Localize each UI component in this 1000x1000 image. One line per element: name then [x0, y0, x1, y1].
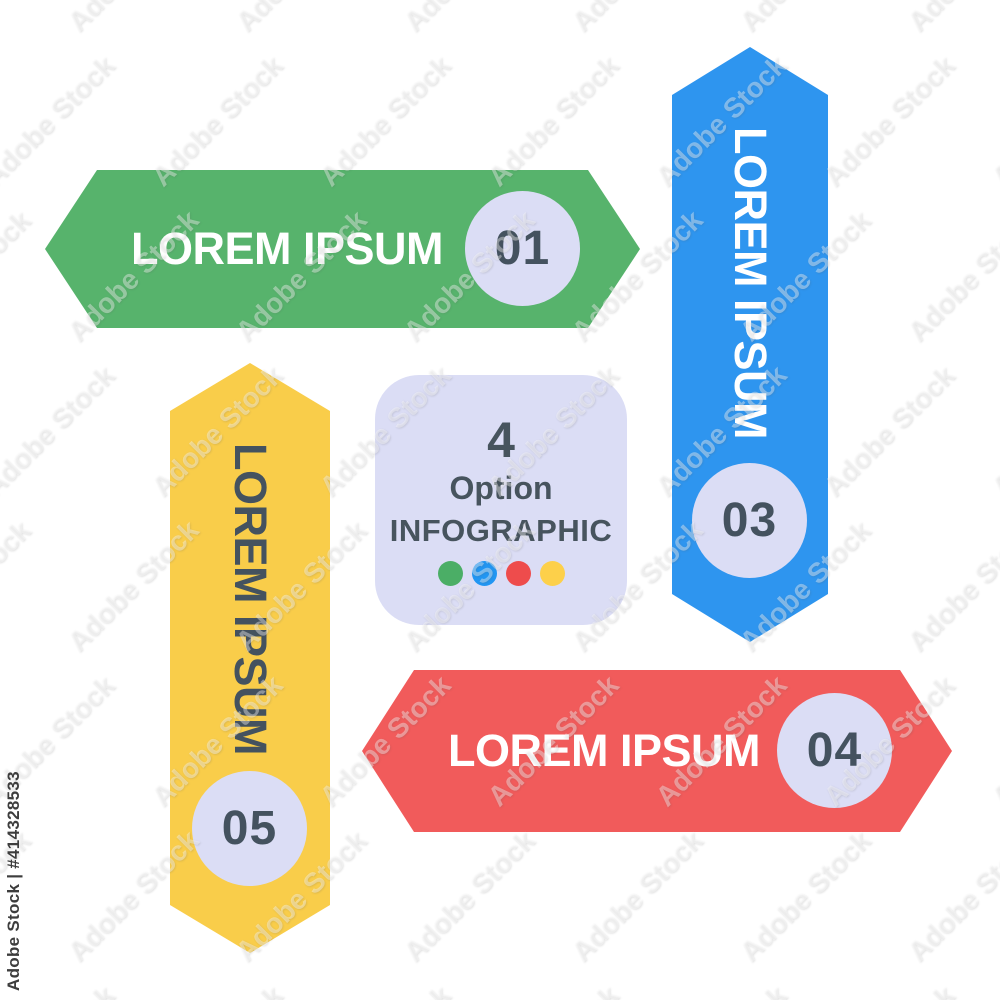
- option-dot-3: [505, 560, 531, 586]
- adobe-stock-watermark: Adobe Stock: [146, 979, 290, 1000]
- adobe-stock-watermark: Adobe Stock: [0, 514, 37, 657]
- adobe-stock-watermark: Adobe Stock: [734, 0, 878, 38]
- adobe-stock-watermark: Adobe Stock: [230, 0, 374, 38]
- banner-04-label: LOREM IPSUM: [448, 725, 761, 776]
- adobe-stock-watermark: Adobe Stock: [901, 824, 1000, 968]
- banner-05-label: LOREM IPSUM: [225, 443, 276, 756]
- banner-03-label: LOREM IPSUM: [725, 127, 776, 440]
- adobe-stock-watermark: Adobe Stock: [985, 669, 1000, 813]
- banner-05-number-badge: 05: [192, 771, 307, 886]
- adobe-stock-watermark: Adobe Stock: [985, 49, 1000, 193]
- adobe-stock-watermark: Adobe Stock: [817, 49, 961, 193]
- banner-05: LOREM IPSUM 05: [170, 363, 330, 953]
- adobe-stock-watermark: Adobe Stock: [0, 0, 37, 38]
- center-title-line2: INFOGRAPHIC: [389, 512, 613, 548]
- option-color-dots: [437, 560, 565, 586]
- adobe-stock-watermark: Adobe Stock: [0, 204, 37, 347]
- option-dot-1: [437, 560, 463, 586]
- banner-01-number-badge: 01: [465, 191, 580, 306]
- banner-01-label: LOREM IPSUM: [131, 223, 444, 274]
- adobe-stock-watermark: Adobe Stock: [565, 824, 709, 968]
- adobe-stock-watermark: Adobe Stock: [314, 979, 458, 1000]
- adobe-stock-watermark: Adobe Stock: [901, 514, 1000, 658]
- center-option-count: 4: [487, 412, 515, 469]
- adobe-stock-watermark: Adobe Stock: [902, 0, 1000, 38]
- adobe-stock-watermark: Adobe Stock: [397, 824, 541, 968]
- adobe-stock-watermark: Adobe Stock: [817, 359, 961, 503]
- banner-01-number: 01: [494, 222, 551, 275]
- adobe-stock-watermark: Adobe Stock: [986, 979, 1000, 1000]
- banner-05-number: 05: [221, 802, 278, 855]
- center-title-line1: Option: [449, 469, 553, 506]
- banner-03-number: 03: [721, 494, 778, 547]
- banner-04: LOREM IPSUM 04: [362, 670, 952, 832]
- adobe-stock-watermark: Adobe Stock: [566, 0, 710, 38]
- banner-03-number-badge: 03: [692, 463, 807, 578]
- banner-03: LOREM IPSUM 03: [672, 47, 828, 642]
- adobe-stock-watermark: Adobe Stock: [985, 359, 1000, 503]
- adobe-stock-watermark: Adobe Stock: [733, 824, 877, 968]
- adobe-stock-watermark: Adobe Stock: [901, 204, 1000, 348]
- adobe-stock-watermark: Adobe Stock: [482, 979, 626, 1000]
- banner-04-number-badge: 04: [777, 693, 892, 808]
- adobe-stock-watermark: Adobe Stock: [0, 359, 121, 503]
- stock-id-label: Adobe Stock | #414328533: [4, 771, 23, 991]
- banner-01: LOREM IPSUM 01: [45, 170, 640, 328]
- option-dot-2: [471, 560, 497, 586]
- adobe-stock-watermark: Adobe Stock: [818, 979, 962, 1000]
- center-card: 4 Option INFOGRAPHIC: [375, 375, 627, 625]
- banner-04-number: 04: [806, 724, 863, 777]
- adobe-stock-watermark: Adobe Stock: [650, 979, 794, 1000]
- adobe-stock-watermark: Adobe Stock: [62, 0, 206, 38]
- adobe-stock-watermark: Adobe Stock: [398, 0, 542, 38]
- option-dot-4: [539, 560, 565, 586]
